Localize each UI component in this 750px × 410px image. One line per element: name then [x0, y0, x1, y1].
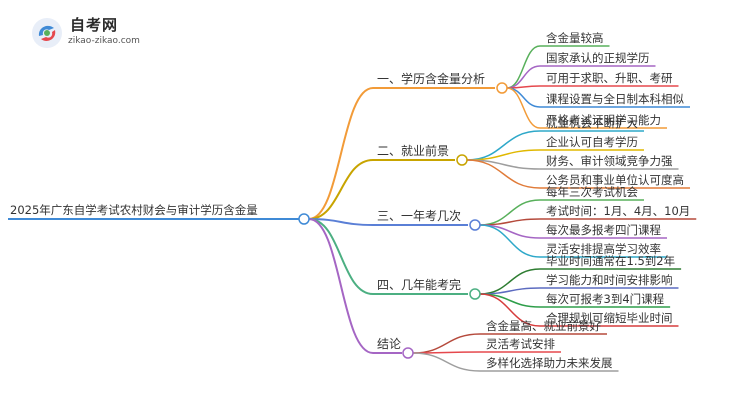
leaf-topic[interactable]: 灵活考试安排 [486, 337, 555, 351]
branch-connector [308, 218, 374, 354]
root-topic[interactable]: 2025年广东自学考试农村财会与审计学历含金量 [10, 203, 258, 217]
branch-connector [308, 218, 374, 226]
leaf-topic[interactable]: 合理规划可缩短毕业时间 [546, 311, 673, 325]
leaf-topic[interactable]: 课程设置与全日制本科相似 [546, 92, 684, 106]
branch-collapse-toggle[interactable] [402, 347, 414, 359]
leaf-topic[interactable]: 毕业时间通常在1.5到2年 [546, 254, 675, 268]
leaf-topic[interactable]: 含金量高、就业前景好 [486, 319, 601, 333]
leaf-topic[interactable]: 含金量较高 [546, 31, 604, 45]
leaf-topic[interactable]: 就业机会不断扩大 [546, 116, 638, 130]
mind-map-nodes: 2025年广东自学考试农村财会与审计学历含金量 一、学历含金量分析 含金量较高国家承… [8, 31, 697, 372]
leaf-topic[interactable]: 每年三次考试机会 [546, 185, 638, 199]
site-logo[interactable]: 自考网 zikao-zikao.com [30, 14, 170, 52]
leaf-topic[interactable]: 财务、审计领域竞争力强 [546, 154, 673, 168]
leaf-connector [479, 224, 541, 239]
branch-connector [308, 218, 374, 295]
leaf-connector [506, 65, 541, 89]
branch-collapse-toggle[interactable] [469, 219, 481, 231]
branch-connector [308, 87, 374, 220]
leaf-topic[interactable]: 每次可报考3到4门课程 [546, 292, 665, 306]
leaf-connector [506, 87, 541, 129]
leaf-topic[interactable]: 公务员和事业单位认可度高 [546, 173, 684, 187]
leaf-connector [506, 87, 541, 108]
mind-map-edges [308, 45, 541, 372]
logo-title: 自考网 [70, 16, 119, 34]
branch-topic[interactable]: 二、就业前景 [377, 143, 449, 158]
leaf-topic[interactable]: 企业认可自考学历 [546, 135, 638, 149]
branch-topic[interactable]: 一、学历含金量分析 [377, 71, 485, 86]
leaf-connector [412, 333, 481, 354]
leaf-connector [479, 287, 541, 295]
branch-connector [308, 159, 374, 220]
branch-collapse-toggle[interactable] [496, 82, 508, 94]
branch-collapse-toggle[interactable] [456, 154, 468, 166]
leaf-connector [479, 224, 541, 258]
leaf-connector [466, 159, 541, 189]
leaf-connector [479, 293, 541, 327]
branch-topic[interactable]: 三、一年考几次 [377, 209, 461, 223]
leaf-connector [412, 352, 481, 372]
logo-url: zikao-zikao.com [68, 36, 140, 46]
branch-topic[interactable]: 四、几年能考完 [377, 277, 461, 292]
leaf-topic[interactable]: 严格考试证明学习能力 [546, 113, 661, 127]
branch-collapse-toggle[interactable] [469, 288, 481, 300]
leaf-topic[interactable]: 多样化选择助力未来发展 [486, 356, 613, 370]
leaf-topic[interactable]: 国家承认的正规学历 [546, 51, 650, 65]
root-collapse-toggle[interactable] [298, 213, 310, 225]
leaf-topic[interactable]: 灵活安排提高学习效率 [546, 242, 661, 256]
branch-topic[interactable]: 结论 [377, 337, 401, 351]
logo-mark-icon [32, 18, 62, 48]
leaf-topic[interactable]: 可用于求职、升职、考研 [546, 71, 673, 85]
leaf-connector [479, 293, 541, 308]
leaf-connector [479, 218, 541, 226]
leaf-topic[interactable]: 每次最多报考四门课程 [546, 223, 661, 237]
leaf-topic[interactable]: 考试时间：1月、4月、10月 [546, 204, 690, 218]
leaf-topic[interactable]: 学习能力和时间安排影响 [546, 273, 673, 287]
